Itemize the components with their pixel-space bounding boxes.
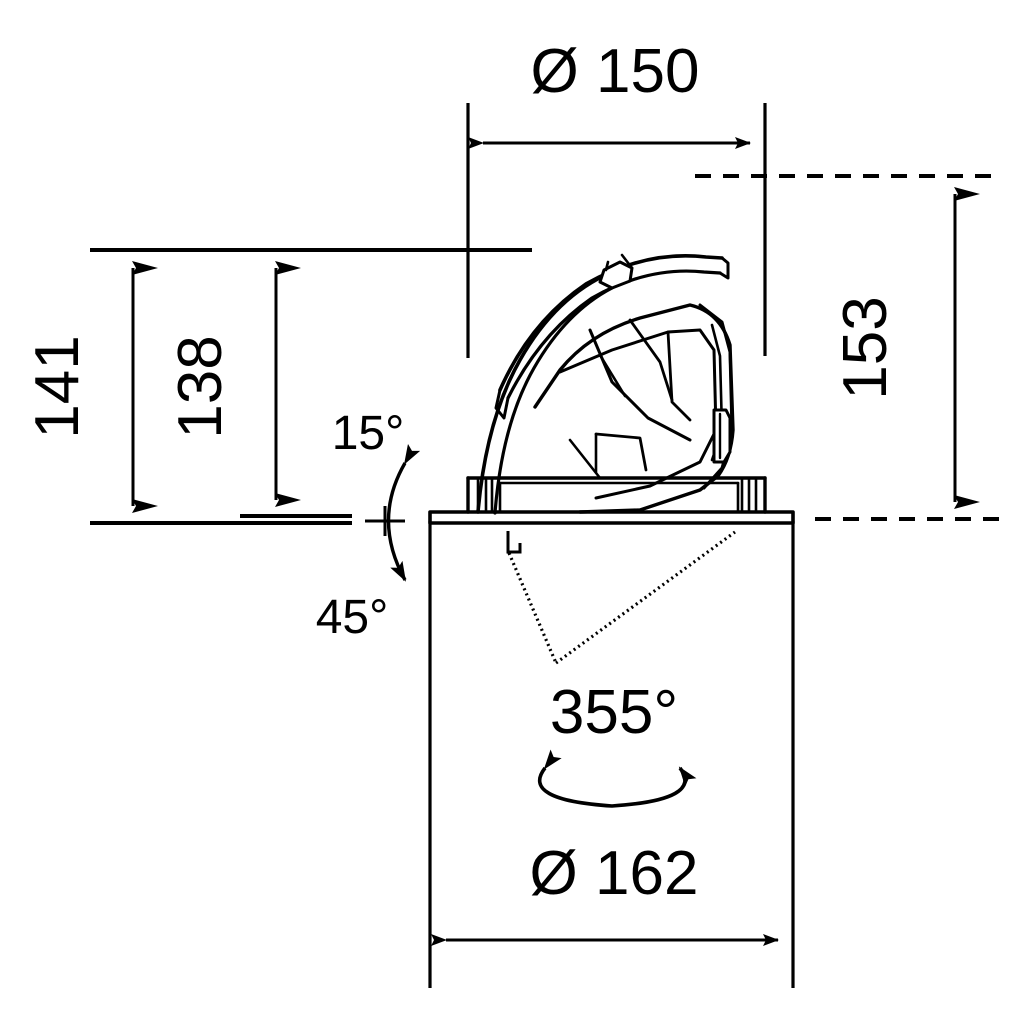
dotted-line-right xyxy=(555,530,736,665)
cable-clip xyxy=(506,531,522,554)
rotation-ellipse-arrow xyxy=(537,749,697,808)
label-diameter-150: Ø 150 xyxy=(531,37,700,106)
label-angle-45: 45° xyxy=(316,591,389,644)
label-height-138: 138 xyxy=(166,335,235,438)
dotted-line-left xyxy=(507,552,558,664)
tilt-angle-indicator xyxy=(365,443,421,582)
luminaire-assembly xyxy=(428,253,795,525)
dotted-swing-cone xyxy=(506,530,736,665)
label-diameter-162: Ø 162 xyxy=(530,839,699,908)
tilt-arc-arrow xyxy=(386,443,421,582)
dimension-group-diameter-162 xyxy=(428,521,795,988)
side-latch xyxy=(712,408,732,464)
dimension-group-153 xyxy=(695,174,1002,521)
locking-knob xyxy=(598,253,634,290)
label-angle-15: 15° xyxy=(332,407,405,460)
tilt-handle-arm xyxy=(494,254,730,420)
dimension-group-diameter-150 xyxy=(466,103,767,358)
label-height-141: 141 xyxy=(23,335,92,438)
flange-plate xyxy=(428,510,795,525)
reference-lines-left xyxy=(90,248,532,525)
housing-ring xyxy=(466,476,767,514)
label-rotation-355: 355° xyxy=(550,678,678,747)
label-height-153: 153 xyxy=(831,296,900,399)
rotation-indicator-355 xyxy=(537,749,697,808)
